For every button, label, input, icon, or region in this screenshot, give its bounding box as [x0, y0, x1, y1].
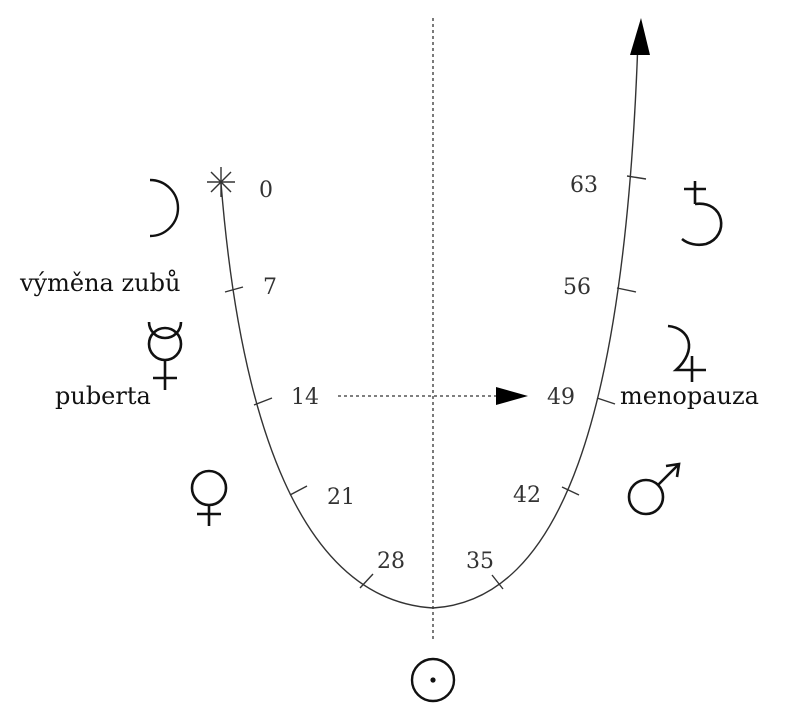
- horizontal-arrowhead: [496, 387, 528, 405]
- label-tooth-change: výměna zubů: [19, 269, 180, 297]
- venus-icon: [190, 469, 228, 526]
- tick-14: [253, 397, 273, 406]
- moon-icon: [149, 178, 180, 238]
- age-35: 35: [466, 549, 494, 574]
- start-asterisk-icon: [207, 167, 235, 197]
- age-28: 28: [377, 549, 405, 574]
- tick-7: [224, 286, 244, 293]
- tick-63: [626, 175, 647, 180]
- age-42: 42: [513, 483, 541, 508]
- saturn-icon: [681, 181, 723, 247]
- label-menopause: menopauza: [620, 382, 759, 410]
- curve-arrowhead: [630, 18, 650, 55]
- sun-icon: [410, 657, 456, 703]
- label-puberty: puberta: [55, 382, 151, 410]
- age-0: 0: [259, 178, 273, 203]
- age-14: 14: [291, 385, 319, 410]
- age-7: 7: [263, 275, 277, 300]
- tick-21: [289, 485, 308, 496]
- tick-42: [561, 486, 580, 496]
- age-21: 21: [327, 485, 355, 510]
- age-49: 49: [547, 385, 575, 410]
- tick-marks: [224, 175, 647, 590]
- jupiter-icon: [667, 324, 706, 382]
- mars-icon: [627, 462, 681, 516]
- age-56: 56: [563, 275, 591, 300]
- age-63: 63: [570, 173, 598, 198]
- tick-28: [359, 573, 374, 589]
- tick-49: [596, 397, 616, 405]
- tick-56: [616, 287, 637, 293]
- life-curve: [220, 39, 639, 609]
- mercury-icon: [147, 321, 183, 390]
- tick-35: [491, 574, 504, 590]
